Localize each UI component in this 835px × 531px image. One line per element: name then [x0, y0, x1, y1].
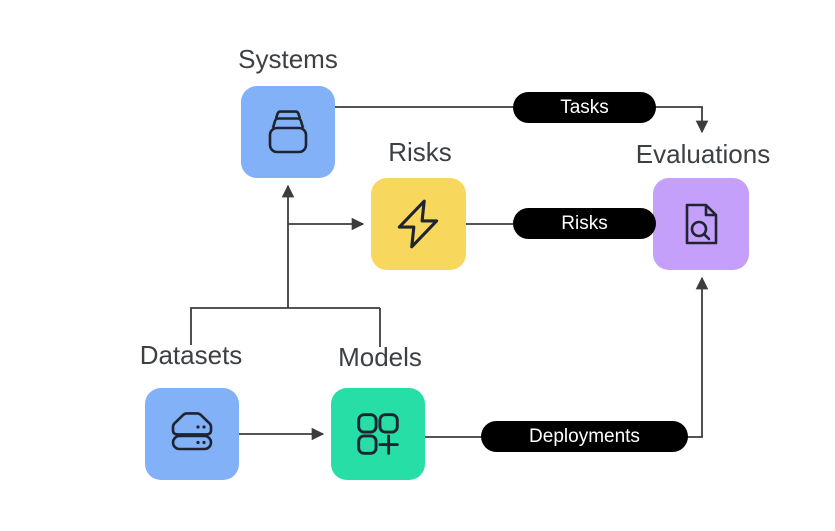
node-label-evaluations: Evaluations — [635, 139, 771, 169]
node-label-datasets: Datasets — [139, 340, 243, 370]
node-risks[interactable] — [371, 178, 466, 270]
node-systems[interactable] — [241, 86, 335, 178]
node-label-risks: Risks — [388, 137, 452, 167]
edge-label-tasks[interactable]: Tasks — [513, 92, 656, 123]
edge-label-risks[interactable]: Risks — [513, 208, 656, 239]
lightning-bolt-icon — [397, 199, 438, 249]
node-datasets[interactable] — [145, 388, 239, 480]
database-stack-icon — [171, 412, 213, 451]
document-search-icon — [685, 203, 718, 245]
edge-deployments-to-evaluations — [652, 276, 709, 438]
node-evaluations[interactable] — [653, 178, 749, 270]
node-label-systems: Systems — [238, 44, 338, 74]
node-models[interactable] — [331, 388, 425, 480]
edge-label-deployments[interactable]: Deployments — [481, 421, 688, 452]
node-label-models: Models — [338, 342, 422, 372]
stacked-container-icon — [268, 110, 308, 154]
model-blocks-icon — [357, 413, 399, 455]
